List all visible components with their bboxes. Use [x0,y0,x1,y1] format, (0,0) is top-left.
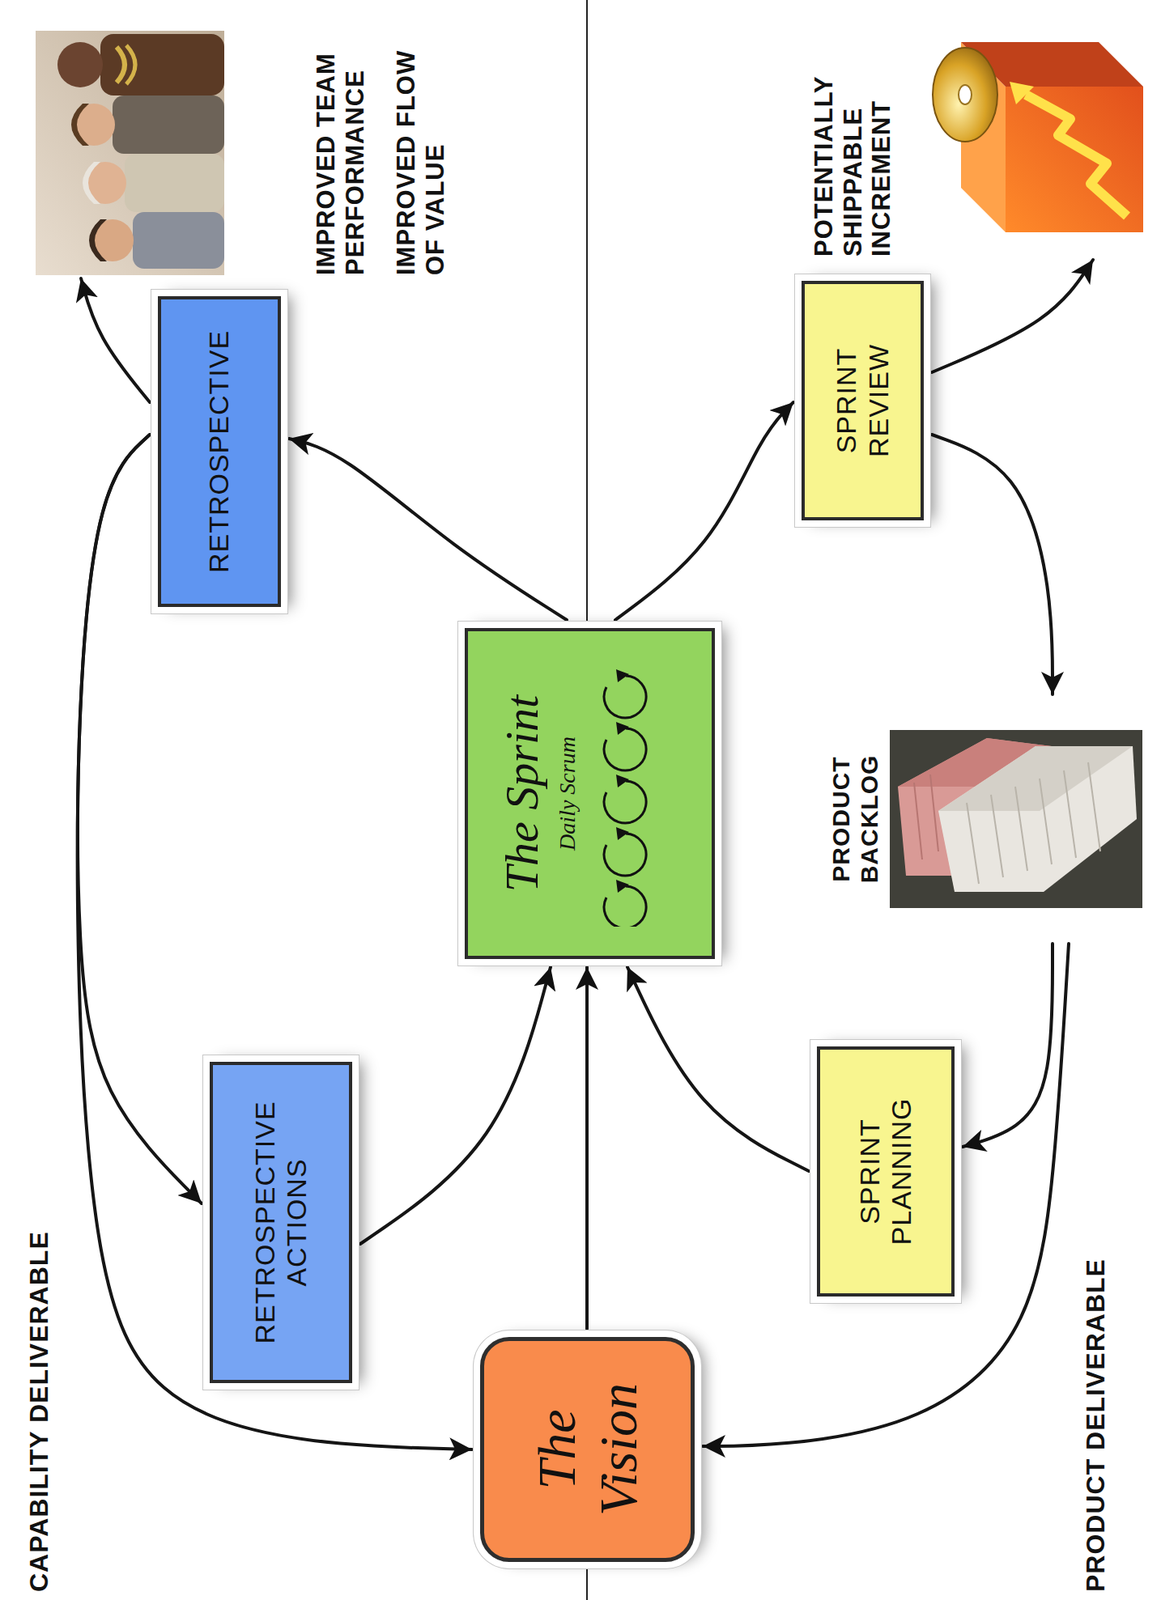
section-label: PRODUCT DELIVERABLE [1080,1258,1111,1593]
flow-arrow [80,278,150,403]
shippable-box-icon [928,29,1148,249]
outcome-node: IMPROVED TEAM PERFORMANCE IMPROVED FLOW O… [35,24,451,276]
node-subtext: Daily Scrum [554,736,581,851]
increment-node: POTENTIALLY SHIPPABLE INCREMENT [809,21,1150,257]
node-text: SPRINT REVIEW [830,298,894,503]
node-text: POTENTIALLY SHIPPABLE INCREMENT [809,21,897,257]
node-text: PRODUCT BACKLOG [827,697,884,941]
sprint-box: The SprintDaily Scrum [464,628,715,960]
daily-scrum-cycles [596,660,655,928]
node-text: SPRINT PLANNING [854,1064,918,1280]
node-subtext: IMPROVED FLOW OF VALUE [391,24,450,276]
action-box: RETROSPECTIVE ACTIONS [209,1062,353,1384]
flow-arrow [289,438,567,621]
node-text: The Vision [526,1357,650,1543]
flow-arrow [702,944,1069,1447]
brick-stack-photo [889,730,1143,909]
node-text: RETROSPECTIVE ACTIONS [249,1080,313,1366]
retrospective-box: RETROSPECTIVE [157,296,281,608]
flow-arrow [585,967,589,1330]
section-label: CAPABILITY DELIVERABLE [24,1231,55,1593]
team-photo [35,30,225,276]
node-text: RETROSPECTIVE [203,330,235,574]
flow-arrow [615,402,794,621]
flow-arrow [360,967,551,1245]
flow-arrow [931,434,1053,695]
review-box: SPRINT REVIEW [801,280,924,521]
backlog-node: PRODUCT BACKLOG [827,697,1143,941]
node-text: The Sprint [495,695,550,893]
flow-arrow [627,967,809,1172]
vision-box: The Vision [480,1337,695,1563]
flow-arrow [931,259,1093,373]
node-text: IMPROVED TEAM PERFORMANCE [311,24,370,276]
planning-box: SPRINT PLANNING [816,1046,955,1298]
flow-arrow [962,944,1053,1148]
